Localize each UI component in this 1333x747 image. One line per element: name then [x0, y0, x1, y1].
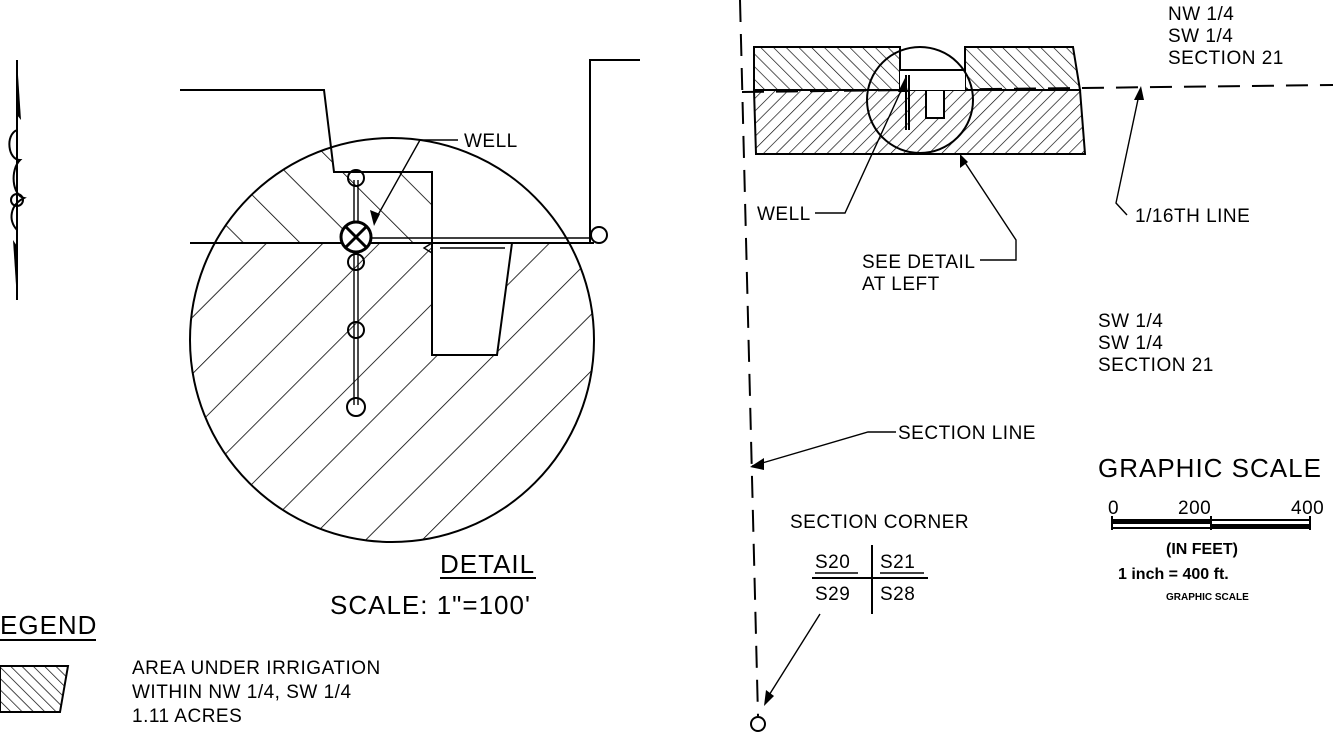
legend-line-2: WITHIN NW 1/4, SW 1/4: [132, 682, 352, 703]
detail-title: DETAIL: [440, 549, 535, 579]
section-corner-label: SECTION CORNER: [790, 512, 969, 533]
scale-tick-0: 0: [1108, 498, 1119, 519]
detail-well-icon: [339, 220, 373, 254]
section-s28: S28: [880, 584, 915, 605]
detail-lower-area: [190, 243, 594, 542]
section-corner-marker: [750, 716, 766, 732]
section-s20: S20: [815, 552, 850, 573]
sw-label-2: SW 1/4: [1098, 333, 1163, 354]
scale-tick-400: 400: [1291, 498, 1324, 519]
scale-tick-200: 200: [1178, 498, 1211, 519]
scale-caption: GRAPHIC SCALE: [1166, 592, 1249, 603]
legend-title: EGEND: [0, 610, 97, 640]
scale-ratio: 1 inch = 400 ft.: [1118, 566, 1229, 583]
scale-units: (IN FEET): [1166, 541, 1238, 558]
section-map: WELL SEE DETAIL AT LEFT 1/16TH LINE NW 1…: [739, 0, 1333, 732]
detail-well-label: WELL: [464, 131, 518, 152]
map-well-label: WELL: [757, 204, 811, 225]
nw-label-1: NW 1/4: [1168, 4, 1234, 25]
legend-line-1: AREA UNDER IRRIGATION: [132, 658, 381, 679]
nw-label-3: SECTION 21: [1168, 48, 1284, 69]
see-detail-line-2: AT LEFT: [862, 274, 940, 295]
north-arrow-icon: [8, 60, 27, 300]
detail-view: WELL: [180, 59, 640, 543]
line-16th: [741, 84, 1333, 93]
sw-label-3: SECTION 21: [1098, 355, 1214, 376]
section-line-label: SECTION LINE: [898, 423, 1036, 444]
line-16th-label: 1/16TH LINE: [1135, 206, 1250, 227]
sw-label-1: SW 1/4: [1098, 311, 1163, 332]
nw-label-2: SW 1/4: [1168, 26, 1233, 47]
section-s29: S29: [815, 584, 850, 605]
map-field-lower: [752, 89, 1087, 155]
detail-upper-area-left: [190, 138, 432, 243]
graphic-scale: GRAPHIC SCALE 0 200 400 (IN FEET) 1 inch…: [1098, 453, 1324, 603]
see-detail-line-1: SEE DETAIL: [862, 252, 975, 273]
legend-swatch: [0, 665, 70, 713]
legend: EGEND AREA UNDER IRRIGATION WITHIN NW 1/…: [0, 610, 381, 727]
section-s21: S21: [880, 552, 915, 573]
graphic-scale-title: GRAPHIC SCALE: [1098, 453, 1322, 483]
detail-scale: SCALE: 1"=100': [330, 590, 531, 620]
section-line: [739, 0, 759, 717]
detail-upper-area-right: [590, 138, 594, 243]
legend-line-3: 1.11 ACRES: [132, 706, 242, 727]
